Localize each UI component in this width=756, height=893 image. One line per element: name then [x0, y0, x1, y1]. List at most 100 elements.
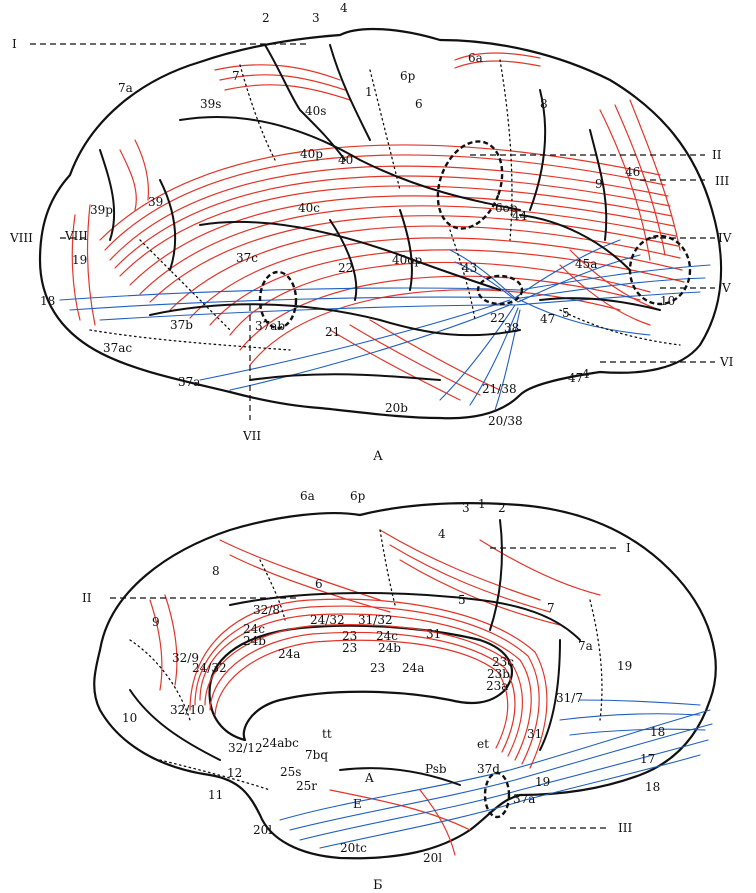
panel-b-labels-label: Psb	[425, 762, 447, 776]
panel-a-labels-label: 7a	[118, 81, 133, 95]
panel-b-labels-label: 32/8	[253, 603, 280, 617]
panel-b-labels-label: 19	[535, 775, 550, 789]
panel-b-labels-label: 24b	[378, 641, 401, 655]
panel-a-roman-label: I	[12, 37, 17, 51]
panel-a-labels-label: 6a	[468, 51, 483, 65]
panel-b-labels-label: 19	[617, 659, 632, 673]
panel-b-labels-label: 23b	[487, 667, 510, 681]
panel-a-ring-10	[628, 234, 692, 306]
panel-a-ring-22	[476, 274, 524, 306]
panel-a-labels-label: 9	[595, 177, 603, 191]
panel-a-labels-label: VIII	[64, 229, 88, 243]
panel-a-roman-label: IV	[718, 231, 732, 245]
panel-a-roman-label: III	[715, 174, 729, 188]
panel-b-labels-label: E	[353, 797, 362, 811]
panel-b-area-boundaries	[129, 529, 603, 791]
panel-b-ring-37a	[483, 771, 511, 819]
panel-a-labels-label: 44	[512, 209, 528, 223]
panel-b-labels-label: 31/32	[358, 613, 393, 627]
panel-b-labels-label: 23a	[486, 679, 508, 693]
panel-b-labels-label: 7bq	[305, 748, 328, 762]
panel-b-labels-label: 3	[462, 501, 470, 515]
panel-b-medial-brain	[93, 501, 717, 860]
panel-b-roman-label: III	[618, 821, 632, 835]
panel-b-labels-label: 6a	[300, 489, 315, 503]
panel-b-sulci	[129, 519, 581, 786]
panel-b-labels-label: 24abc	[262, 736, 299, 750]
panel-b-labels-label: 11	[208, 788, 223, 802]
panel-b-caption: Б	[373, 878, 383, 893]
panel-b-labels-label: tt	[322, 727, 332, 741]
panel-b-labels-label: 32/10	[170, 703, 205, 717]
panel-a-labels-label: 6op	[495, 201, 518, 215]
panel-b-labels-label: 17	[640, 752, 655, 766]
panel-b-labels-label: 23	[342, 641, 357, 655]
panel-a-labels-label: 47	[568, 371, 583, 385]
panel-b-labels-label: 25r	[296, 779, 317, 793]
panel-b-labels-label: 7	[547, 601, 555, 615]
panel-a-labels-label: 40s	[305, 104, 326, 118]
panel-b-labels-label: 37d	[477, 762, 500, 776]
panel-a-labels-label: 40c	[298, 201, 320, 215]
panel-a-labels-label: 3	[312, 11, 320, 25]
panel-a-labels-label: 6	[415, 97, 423, 111]
panel-b-labels-label: 24b	[243, 634, 266, 648]
panel-a-labels-label: 40	[338, 153, 353, 167]
panel-a-labels-label: 22	[490, 311, 505, 325]
panel-b-labels-label: 5	[458, 593, 466, 607]
panel-b-labels-label: 32/12	[228, 741, 263, 755]
panel-a-labels-label: 37c	[236, 251, 258, 265]
panel-a-leader-lines	[30, 43, 715, 420]
panel-b-callosal-cavity	[208, 624, 513, 742]
panel-a-labels-label: 45a	[575, 257, 597, 271]
panel-a-labels-label: 21/38	[482, 382, 517, 396]
panel-b-labels-label: 24c	[243, 622, 265, 636]
panel-a-labels-label: 20b	[385, 401, 408, 415]
panel-a-labels-label: 4	[340, 1, 348, 15]
panel-a-sulci	[99, 44, 661, 381]
panel-b-labels-label: 23	[370, 661, 385, 675]
panel-b-labels-label: 31	[527, 727, 542, 741]
panel-a-labels-label: 47	[540, 312, 555, 326]
panel-b-labels-label: et	[477, 737, 489, 751]
panel-b-labels-label: 18	[645, 780, 660, 794]
panel-b-labels-label: 23c	[492, 655, 514, 669]
panel-b-labels-label: 20l	[253, 823, 272, 837]
panel-a-labels-label: 40p	[300, 147, 323, 161]
panel-b-labels-label: 25s	[280, 765, 301, 779]
panel-b-labels-label: 24/32	[310, 613, 345, 627]
panel-a-labels-label: 19	[72, 253, 87, 267]
panel-a-superscripts-label: 4	[582, 367, 590, 381]
panel-a-labels-label: 39	[148, 195, 163, 209]
panel-a-labels-label: 39p	[90, 203, 113, 217]
panel-a-lateral-brain	[30, 27, 723, 420]
panel-a-area-boundaries	[89, 59, 681, 351]
panel-b-labels-label: 31/7	[556, 691, 583, 705]
panel-b-labels-label: 9	[152, 615, 160, 629]
panel-b-labels-label: 18	[650, 725, 665, 739]
panel-a-roman-label: II	[712, 148, 722, 162]
panel-b-labels-label: 2	[498, 501, 506, 515]
panel-b-leader-lines	[110, 547, 620, 829]
panel-a-labels-label: 20/38	[488, 414, 523, 428]
panel-b-labels-label: 10	[122, 711, 137, 725]
panel-a-labels-label: 21	[325, 325, 340, 339]
panel-b-labels-label: 24a	[278, 647, 300, 661]
panel-a-labels-label: 46	[625, 165, 640, 179]
panel-b-roman-label: I	[626, 541, 631, 555]
panel-a-labels-label: 38	[504, 321, 519, 335]
panel-a-superscripts-label: 5	[562, 306, 570, 320]
panel-b-labels-label: 24/32	[192, 661, 227, 675]
panel-a-roman-label: VII	[242, 429, 261, 443]
panel-a-labels-label: 2	[262, 11, 270, 25]
panel-b-labels-label: 24c	[376, 629, 398, 643]
panel-b-labels-label: 7a	[578, 639, 593, 653]
panel-a-labels-label: 43	[462, 261, 477, 275]
panel-a-roman-label: VI	[719, 355, 734, 369]
panel-b-roman-label: II	[82, 591, 92, 605]
panel-a-labels-label: 18	[40, 294, 55, 308]
panel-b-labels-label: 1	[478, 497, 486, 511]
panel-a-labels-label: 37ab	[255, 319, 285, 333]
panel-a-labels-label: 10	[660, 294, 675, 308]
panel-b-blue-fibers	[279, 699, 713, 849]
